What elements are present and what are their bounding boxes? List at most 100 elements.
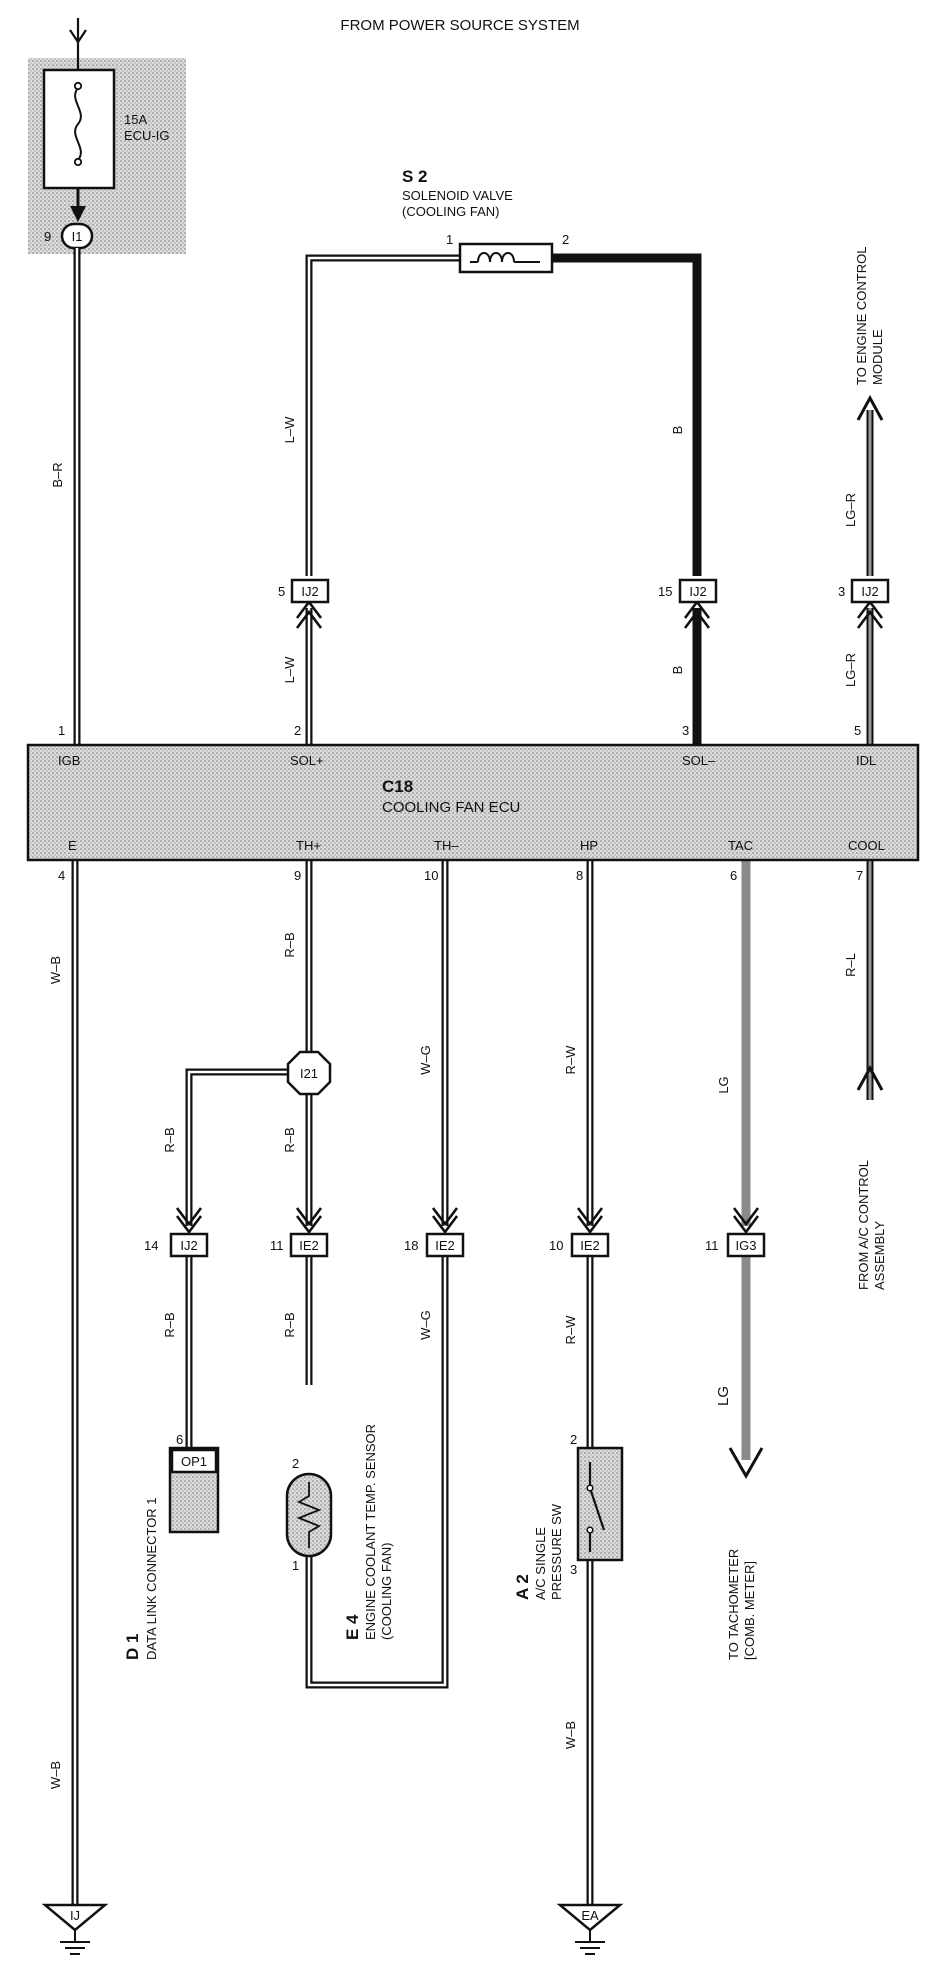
wire-label-r-b-mid: R–B	[282, 1127, 297, 1152]
solenoid-name: SOLENOID VALVE	[402, 188, 513, 203]
wire-label-b-upper: B	[670, 426, 685, 435]
fuse-output-arrow	[70, 206, 86, 222]
connector-ij2-dl: IJ2 14	[144, 1207, 209, 1258]
data-link-terminal: OP1	[181, 1454, 207, 1469]
coolant-temp-sensor: 2 1 E 4 ENGINE COOLANT TEMP. SENSOR (COO…	[285, 1424, 394, 1640]
sensor-name: ENGINE COOLANT TEMP. SENSOR	[363, 1424, 378, 1640]
switch-name: A/C SINGLE	[533, 1527, 548, 1600]
sensor-pin-top: 2	[292, 1456, 299, 1471]
connector-ij2-lgr: IJ2 3	[838, 578, 890, 629]
connector-ie2-th: IE2 11	[270, 1207, 329, 1258]
dest-tachometer-line1: TO TACHOMETER	[726, 1549, 741, 1660]
ground-ij-icon	[60, 1930, 90, 1955]
connector-ie2-hp-name: IE2	[580, 1238, 600, 1253]
connector-ig3-tac-name: IG3	[736, 1238, 757, 1253]
sensor-code: E 4	[343, 1614, 362, 1640]
ecu-pin-num-idl: 5	[854, 723, 861, 738]
ground-ea: EA	[556, 1903, 624, 1955]
solenoid-pin-2: 2	[562, 232, 569, 247]
data-link-code: D 1	[123, 1634, 142, 1660]
connector-ij2-lw-name: IJ2	[301, 584, 318, 599]
wire-label-w-b-left-lower: W–B	[48, 1761, 63, 1789]
connector-ij2-b-name: IJ2	[689, 584, 706, 599]
ecu-pin-num-sol-plus: 2	[294, 723, 301, 738]
fuse-input-arrow	[69, 18, 87, 44]
ecu-pin-label-hp: HP	[580, 838, 598, 853]
connector-ij2-lgr-pin: 3	[838, 584, 845, 599]
connector-ij2-lw: IJ2 5	[278, 578, 330, 629]
thermistor-icon	[296, 1482, 322, 1548]
data-link-connector: OP1 6 D 1 DATA LINK CONNECTOR 1	[123, 1432, 220, 1660]
wire-b	[552, 253, 702, 745]
ground-ij-label: IJ	[70, 1908, 80, 1923]
data-link-pin: 6	[176, 1432, 183, 1447]
wire-label-w-g-upper: W–G	[418, 1045, 433, 1075]
wire-label-l-w-upper: L–W	[282, 416, 297, 443]
coil-icon	[470, 252, 540, 263]
fuse-connector-label: I1	[72, 229, 83, 244]
connector-ig3-tac-pin: 11	[705, 1238, 719, 1253]
connector-ig3-tac: IG3 11	[705, 1207, 766, 1258]
ecu-code: C18	[382, 777, 413, 796]
ecu-pin-num-e: 4	[58, 868, 65, 883]
wire-r-l	[856, 860, 884, 1100]
wire-lg-r	[856, 394, 884, 745]
ecu-pin-label-e: E	[68, 838, 77, 853]
ground-ea-icon	[575, 1930, 605, 1955]
wire-w-g	[305, 860, 449, 1689]
solenoid-valve: S 2 SOLENOID VALVE (COOLING FAN) 1 2	[402, 167, 569, 274]
wire-label-r-w-upper: R–W	[563, 1045, 578, 1075]
ecu-pin-label-igb: IGB	[58, 753, 80, 768]
switch-icon	[588, 1462, 606, 1552]
wire-label-w-b-right: W–B	[563, 1721, 578, 1749]
fuse-rating: 15A	[124, 112, 147, 127]
wire-label-r-b-sensor: R–B	[282, 1312, 297, 1337]
dest-ecm-line1: TO ENGINE CONTROL	[854, 247, 869, 385]
dest-ecm-line2: MODULE	[870, 329, 885, 385]
wire-label-r-b-dl: R–B	[162, 1312, 177, 1337]
data-link-name: DATA LINK CONNECTOR 1	[144, 1497, 159, 1660]
wire-label-lg-r-upper: LG–R	[843, 493, 858, 527]
connector-ie2-wg-name: IE2	[435, 1238, 455, 1253]
connector-ij2-dl-name: IJ2	[180, 1238, 197, 1253]
ecu-pin-num-cool: 7	[856, 868, 863, 883]
ecu-pin-num-hp: 8	[576, 868, 583, 883]
ecu-pin-label-th-minus: TH–	[434, 838, 459, 853]
ecu-pin-num-th-plus: 9	[294, 868, 301, 883]
sensor-subname: (COOLING FAN)	[379, 1542, 394, 1640]
connector-ie2-hp-pin: 10	[549, 1238, 563, 1253]
wire-label-lg-lower: LG	[715, 1386, 732, 1406]
dest-ac-control-line2: ASSEMBLY	[872, 1221, 887, 1290]
header-title: FROM POWER SOURCE SYSTEM	[340, 17, 579, 34]
wire-label-l-w-lower: L–W	[282, 656, 297, 683]
wire-label-w-b-left-upper: W–B	[48, 956, 63, 984]
wire-l-w	[305, 254, 460, 745]
wire-label-lg-upper: LG	[716, 1076, 731, 1093]
connector-ie2-th-name: IE2	[299, 1238, 319, 1253]
wire-r-b	[185, 860, 313, 1448]
solenoid-pin-1: 1	[446, 232, 453, 247]
wire-lg	[728, 860, 764, 1480]
junction-label: I21	[300, 1066, 318, 1081]
connector-ij2-b-pin: 15	[658, 584, 672, 599]
wire-label-b-r: B–R	[50, 462, 65, 487]
fuse-name: ECU-IG	[124, 128, 170, 143]
dest-tachometer-line2: [COMB. METER]	[742, 1561, 757, 1660]
ecu-pin-num-tac: 6	[730, 868, 737, 883]
ac-pressure-switch: 2 3 A 2 A/C SINGLE PRESSURE SW	[513, 1432, 624, 1600]
ecu-pin-label-tac: TAC	[728, 838, 753, 853]
connector-ij2-lgr-name: IJ2	[861, 584, 878, 599]
wire-label-r-b-branch: R–B	[162, 1127, 177, 1152]
wire-label-lg-r-lower: LG–R	[843, 653, 858, 687]
wire-label-r-l: R–L	[843, 953, 858, 977]
sensor-pin-bottom: 1	[292, 1558, 299, 1573]
solenoid-subname: (COOLING FAN)	[402, 204, 500, 219]
wire-label-r-b-upper: R–B	[282, 932, 297, 957]
connector-ie2-hp: IE2 10	[549, 1207, 610, 1258]
ecu-pin-num-igb: 1	[58, 723, 65, 738]
ecu-pin-label-th-plus: TH+	[296, 838, 321, 853]
wire-label-w-g-lower: W–G	[418, 1310, 433, 1340]
ground-ea-label: EA	[581, 1908, 599, 1923]
ecu-name: COOLING FAN ECU	[382, 799, 520, 816]
